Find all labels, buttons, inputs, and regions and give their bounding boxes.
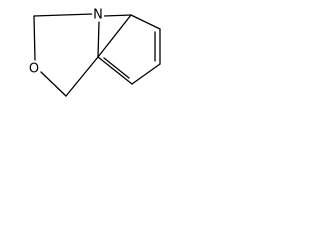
bond-c4-c3-b [103, 57, 130, 79]
bond-c7-c6 [130, 14, 161, 30]
nitrogen-atom-label: N [92, 7, 104, 23]
bond-c7-c3 [97, 14, 132, 58]
bond-n-c3 [97, 21, 100, 58]
bond-c2-c3 [65, 56, 99, 97]
bond-c5-c4 [131, 63, 161, 85]
molecule-skeleton [33, 13, 161, 97]
bond-n-c1 [33, 13, 94, 17]
structure-diagram: N O [0, 0, 184, 117]
bond-n-c7 [103, 14, 132, 17]
bond-c4-c3-a [97, 56, 133, 85]
bond-o-c2 [40, 71, 67, 97]
oxygen-atom-label: O [27, 61, 41, 77]
bond-c1-o [33, 15, 36, 61]
